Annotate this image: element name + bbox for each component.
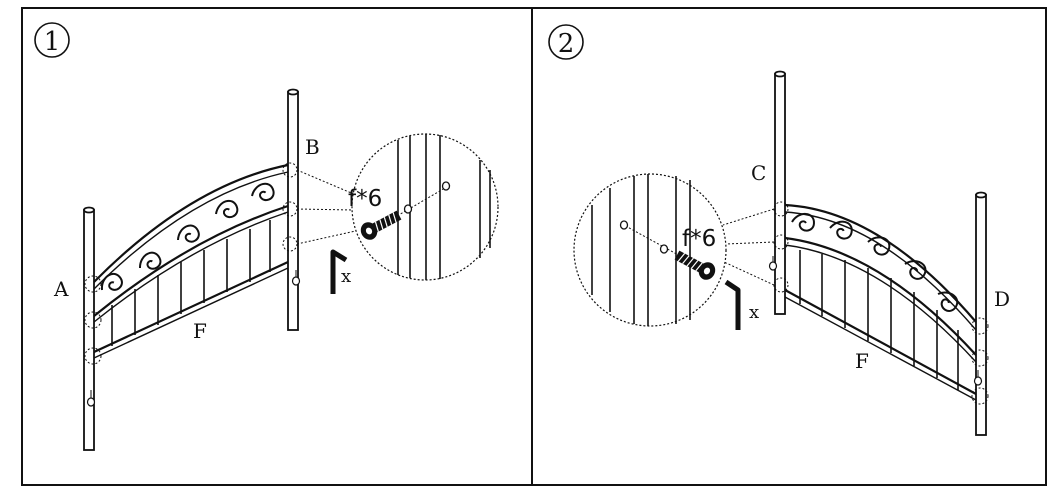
label-bolt-qty-2: f*6 [682,226,716,252]
detail-magnifier-2 [573,173,727,327]
allen-key-icon-2 [724,279,741,330]
label-post-c: C [751,161,766,185]
detail-magnifier-1 [351,133,499,281]
label-frame-f: F [193,319,207,343]
post-a [83,206,96,451]
label-post-d: D [994,287,1010,311]
step-2-badge [548,24,584,60]
label-tool-x: x [341,266,351,287]
label-post-a: A [53,277,69,301]
panel-1: 1 [34,22,499,451]
panel-2-border [531,7,1047,486]
step-1-number: 1 [44,27,61,57]
post-d [973,191,987,436]
frame-f-right [773,201,989,405]
step-1-badge [34,22,70,58]
label-post-b: B [305,135,320,159]
allen-key-icon [330,249,348,294]
label-tool-x-2: x [749,302,759,323]
post-c [768,70,786,315]
label-frame-f-2: F [855,349,869,373]
post-b [287,88,301,331]
label-bolt-qty: f*6 [348,186,382,212]
frame-f-left [84,162,298,365]
panel-2: 2 [548,24,1010,436]
step-2-number: 2 [558,29,575,59]
